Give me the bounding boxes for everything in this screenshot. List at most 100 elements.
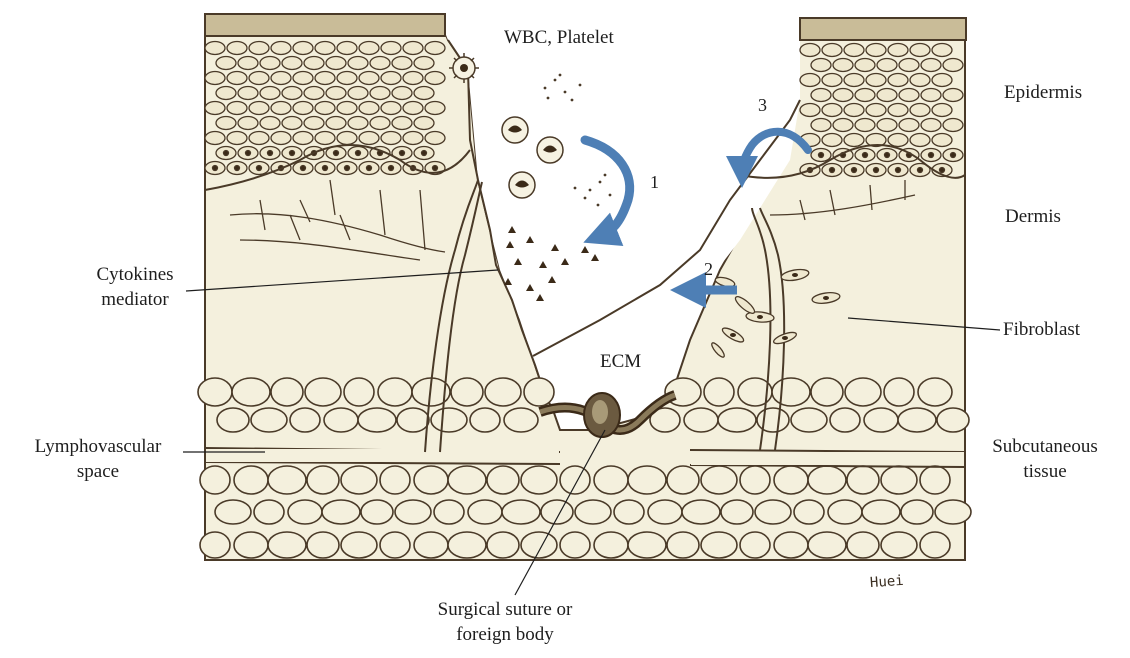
epidermis-cell-nucleus xyxy=(224,151,229,156)
epidermis-cell xyxy=(205,42,225,55)
epidermis-cell-nucleus xyxy=(345,166,350,171)
platelet-dot xyxy=(604,174,607,177)
epidermis-cell xyxy=(866,74,886,87)
artist-signature: Huei xyxy=(869,569,904,596)
fat-cell xyxy=(361,500,393,524)
left-channel-fill xyxy=(206,449,559,462)
epidermis-cell-nucleus xyxy=(268,151,273,156)
epidermis-cell xyxy=(337,72,357,85)
epidermis-cell-nucleus xyxy=(830,168,835,173)
epidermis-cell-nucleus xyxy=(422,151,427,156)
epidermis-cell xyxy=(304,57,324,70)
right-epidermis-cells xyxy=(800,44,963,177)
fat-cell xyxy=(682,500,720,524)
epidermis-cell-nucleus xyxy=(290,151,295,156)
fat-cell xyxy=(560,466,590,494)
epidermis-cell xyxy=(822,44,842,57)
epidermis-cell xyxy=(227,72,247,85)
epidermis-cell-nucleus xyxy=(389,166,394,171)
fat-cell xyxy=(487,466,519,494)
fat-cell xyxy=(740,532,770,558)
fat-cell xyxy=(755,500,791,524)
fat-cell xyxy=(215,500,251,524)
epidermis-cell xyxy=(899,89,919,102)
epidermis-cell xyxy=(866,104,886,117)
step-1-label: 1 xyxy=(650,170,659,195)
fat-cell xyxy=(234,466,268,494)
epidermis-cell xyxy=(348,87,368,100)
epidermis-cell xyxy=(260,117,280,130)
epidermis-cell xyxy=(260,57,280,70)
epidermis-cell-nucleus xyxy=(235,166,240,171)
fat-cell xyxy=(200,466,230,494)
epidermis-cell xyxy=(800,74,820,87)
fat-cell xyxy=(667,466,699,494)
fat-cell xyxy=(704,378,734,406)
epidermis-cell xyxy=(381,42,401,55)
epidermis-cell xyxy=(877,89,897,102)
fat-cell xyxy=(341,466,377,494)
epidermis-cell xyxy=(414,87,434,100)
fat-cell xyxy=(431,408,467,432)
epidermis-label: Epidermis xyxy=(1004,80,1082,105)
epidermis-cell xyxy=(425,132,445,145)
fat-cell xyxy=(307,466,339,494)
fat-cell xyxy=(628,466,666,494)
epidermis-cell xyxy=(425,42,445,55)
fat-cell xyxy=(560,532,590,558)
fat-cell xyxy=(290,408,320,432)
epidermis-cell-nucleus xyxy=(257,166,262,171)
epidermis-cell xyxy=(866,44,886,57)
epidermis-cell xyxy=(348,117,368,130)
fat-cell xyxy=(594,532,628,558)
platelet-dot xyxy=(589,189,592,192)
epidermis-cell xyxy=(855,89,875,102)
subcutaneous-label-line2: tissue xyxy=(965,459,1125,484)
epidermis-cell xyxy=(414,117,434,130)
epidermis-cell-nucleus xyxy=(885,153,890,158)
fat-cell xyxy=(864,408,898,432)
epidermis-cell-nucleus xyxy=(852,168,857,173)
epidermis-cell-nucleus xyxy=(951,153,956,158)
fat-cell xyxy=(575,500,611,524)
platelet-dot xyxy=(574,187,577,190)
lymphovascular-label: Lymphovascular space xyxy=(8,434,188,484)
fat-cell xyxy=(898,408,936,432)
epidermis-cell xyxy=(403,72,423,85)
epidermis-cell xyxy=(381,72,401,85)
epidermis-cell xyxy=(833,119,853,132)
epidermis-cell-nucleus xyxy=(819,153,824,158)
fat-cell xyxy=(487,532,519,558)
fat-cell xyxy=(217,408,249,432)
epidermis-cell xyxy=(392,117,412,130)
subcutaneous-label: Subcutaneous tissue xyxy=(965,434,1125,484)
epidermis-cell-nucleus xyxy=(213,166,218,171)
cytokines-label-line1: Cytokines xyxy=(80,262,190,287)
ecm-label: ECM xyxy=(600,349,641,374)
fat-cell xyxy=(847,532,879,558)
fat-cell xyxy=(920,466,950,494)
epidermis-cell xyxy=(932,44,952,57)
fat-cell xyxy=(862,500,900,524)
fat-cell xyxy=(845,378,881,406)
fat-cell xyxy=(901,500,933,524)
right-stratum-corneum xyxy=(800,18,966,40)
epidermis-cell xyxy=(249,102,269,115)
epidermis-cell xyxy=(877,59,897,72)
epidermis-cell xyxy=(337,102,357,115)
fat-cell xyxy=(648,500,682,524)
dermis-label: Dermis xyxy=(1005,204,1061,229)
epidermis-cell xyxy=(238,57,258,70)
epidermis-cell xyxy=(921,59,941,72)
epidermis-cell xyxy=(304,117,324,130)
fat-cell xyxy=(271,378,303,406)
fat-cell xyxy=(268,466,306,494)
epidermis-cell xyxy=(833,59,853,72)
epidermis-cell-nucleus xyxy=(367,166,372,171)
epidermis-cell xyxy=(271,132,291,145)
fat-cell xyxy=(485,378,521,406)
epidermis-cell xyxy=(359,102,379,115)
epidermis-cell xyxy=(381,132,401,145)
epidermis-cell xyxy=(348,57,368,70)
fat-cell xyxy=(918,378,952,406)
